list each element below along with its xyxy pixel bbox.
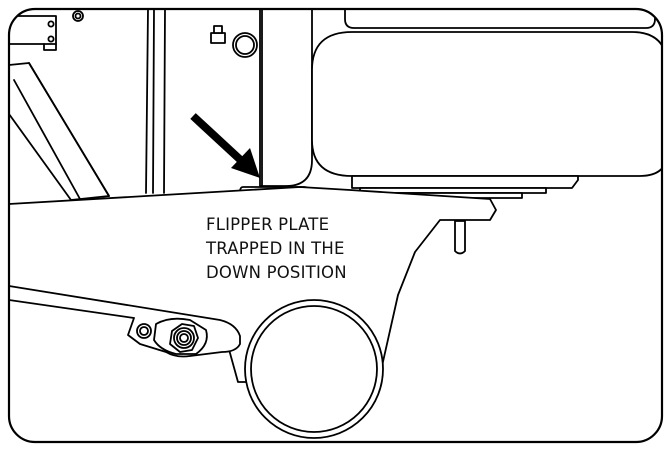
callout-label: FLIPPER PLATE TRAPPED IN THE DOWN POSITI…	[206, 213, 406, 285]
arm-bolt-large	[169, 323, 199, 353]
callout-line-2: TRAPPED IN THE	[206, 239, 345, 258]
vertical-bracket	[259, 9, 313, 187]
diagonal-strut	[9, 62, 110, 201]
callout-line-1: FLIPPER PLATE	[206, 215, 330, 234]
vertical-rail	[145, 9, 166, 194]
top-bolt	[210, 25, 258, 58]
callout-line-3: DOWN POSITION	[206, 263, 347, 282]
side-pin	[454, 220, 466, 255]
corner-bracket	[9, 10, 84, 51]
top-rail	[344, 9, 656, 29]
pointer-arrow	[190, 113, 260, 178]
cushion-block	[311, 31, 662, 177]
wheel	[244, 299, 384, 439]
frame-border	[7, 7, 664, 444]
arm-bolt-small	[136, 323, 152, 339]
